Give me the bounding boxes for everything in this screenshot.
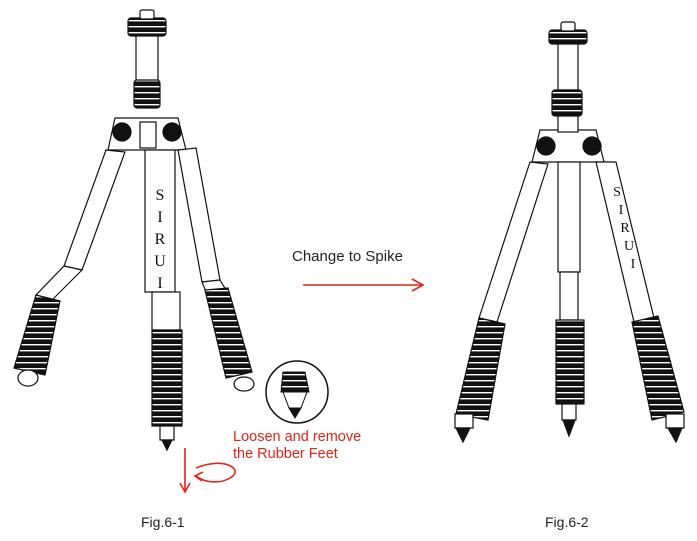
brand-letter: U xyxy=(624,239,634,254)
leg-hinge-spider xyxy=(531,115,605,163)
rubber-foot-detail xyxy=(265,360,329,424)
change-to-spike-label: Change to Spike xyxy=(292,248,403,265)
ball-head-knob xyxy=(548,21,588,117)
left-leg xyxy=(13,149,126,387)
brand-letter: I xyxy=(157,275,162,292)
center-leg xyxy=(144,149,183,452)
brand-letter: I xyxy=(619,203,624,218)
right-leg xyxy=(177,147,255,392)
left-leg xyxy=(454,161,549,444)
brand-letter: I xyxy=(157,209,162,226)
loosen-arrows xyxy=(179,448,236,494)
center-leg xyxy=(555,161,585,438)
caption-fig-6-1: Fig.6-1 xyxy=(141,514,185,530)
brand-letter: R xyxy=(620,221,630,236)
change-arrow xyxy=(303,278,425,292)
tripod-spike-feet xyxy=(454,21,685,444)
brand-lettering-right: S I R U I xyxy=(613,185,636,272)
tripod-rubber-feet xyxy=(13,9,255,452)
right-leg xyxy=(595,161,685,444)
brand-letter: R xyxy=(155,231,166,248)
leg-hinge-spider xyxy=(107,117,187,151)
brand-letter: S xyxy=(613,185,621,200)
brand-lettering-left: S I R U I xyxy=(154,187,166,292)
caption-fig-6-2: Fig.6-2 xyxy=(545,514,589,530)
brand-letter: U xyxy=(154,253,166,270)
brand-letter: S xyxy=(156,187,165,204)
instruction-line-1: Loosen and remove xyxy=(233,429,362,445)
brand-letter: I xyxy=(631,257,636,272)
ball-head-knob xyxy=(127,9,167,109)
instruction-line-2: the Rubber Feet xyxy=(233,446,338,462)
